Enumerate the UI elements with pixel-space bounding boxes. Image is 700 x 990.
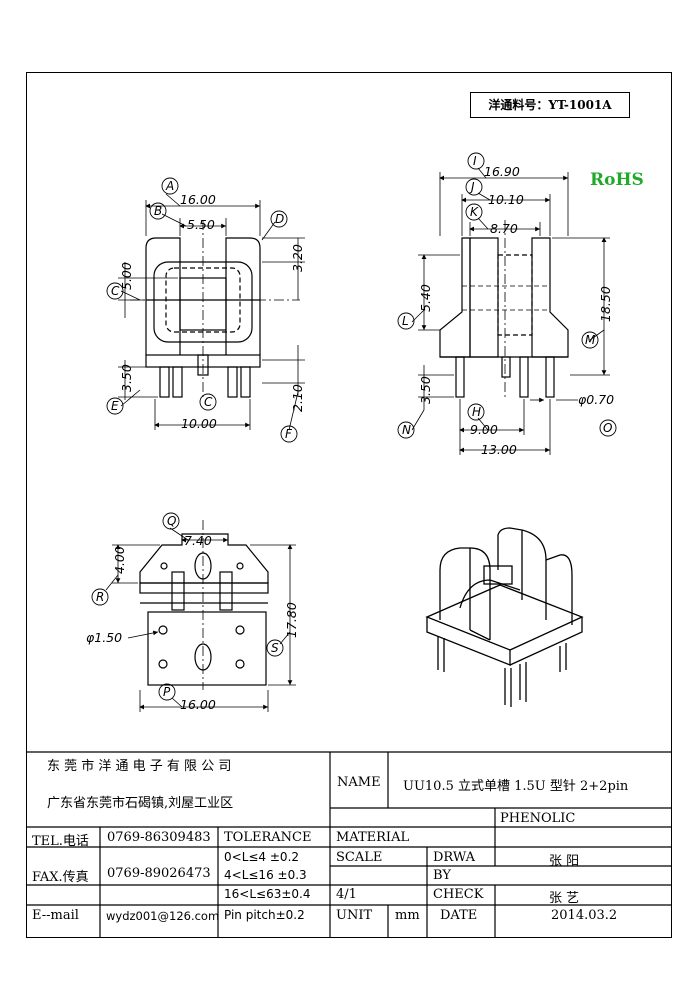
bottom-view-callouts: Q R S P (91, 512, 284, 701)
callout-m: M (585, 333, 596, 347)
drawn-label-2: BY (433, 868, 451, 883)
callout-c-left: C (111, 284, 120, 298)
tel-value: 0769-86309483 (107, 830, 211, 845)
side-view-dimensions (411, 167, 610, 455)
unit-label: UNIT (336, 908, 373, 923)
callout-o: O (603, 421, 612, 435)
drawn-label-1: DRWA (433, 850, 476, 865)
dim-n-text: 3.50 (418, 376, 433, 404)
dim-j-text: 10.10 (488, 192, 524, 207)
front-view-dimensions (118, 193, 305, 431)
callout-p: P (163, 685, 171, 699)
fax-label: FAX.传真 (32, 870, 89, 885)
dim-e-text: 3.50 (119, 364, 134, 392)
front-view (130, 220, 300, 400)
dim-d-text: 3.20 (290, 244, 305, 272)
rohs-mark: RoHS (590, 170, 644, 190)
check-label: CHECK (433, 887, 484, 902)
callout-c-bottom: C (204, 395, 213, 409)
callout-i: I (473, 154, 477, 168)
date-value: 2014.03.2 (551, 908, 618, 923)
scale-value: 4/1 (336, 887, 357, 902)
side-view-callouts: I J K L M N H O (397, 152, 617, 439)
callout-h: H (472, 405, 481, 419)
callout-q: Q (167, 514, 176, 528)
callout-j: J (469, 180, 475, 194)
dim-o-text: 13.00 (481, 442, 517, 457)
dim-pin-dia-text: φ0.70 (578, 392, 614, 407)
scale-label: SCALE (336, 850, 383, 865)
front-view-labels: 16.00 5.50 3.20 5.00 3.50 10.00 2.10 (119, 192, 305, 431)
callout-n: N (402, 423, 411, 437)
dim-c-left-text: 5.00 (119, 262, 134, 290)
company-name: 东 莞 市 洋 通 电 子 有 限 公 司 (47, 759, 232, 774)
side-view (439, 220, 569, 400)
dim-l-text: 5.40 (418, 284, 433, 312)
isometric-view (425, 527, 584, 707)
callout-e: E (111, 399, 119, 413)
front-view-callouts: A B D C E C F (106, 177, 298, 443)
email-value: wydz001@126.com (106, 909, 220, 923)
tolerance-label: TOLERANCE (224, 830, 312, 845)
dim-p-text: 16.00 (180, 697, 216, 712)
tolerance-row-2: 4<L≤16 ±0.3 (224, 868, 307, 882)
callout-r: R (96, 590, 104, 604)
dim-i-text: 16.90 (484, 164, 520, 179)
unit-value: mm (395, 908, 420, 923)
part-number-box: 洋通料号：YT-1001A (470, 92, 630, 118)
dim-k-text: 8.70 (490, 221, 518, 236)
dim-r-text: 4.00 (112, 546, 127, 574)
drawing-sheet-border (26, 72, 672, 938)
date-label: DATE (440, 908, 478, 923)
name-value: UU10.5 立式单槽 1.5U 型针 2+2pin (403, 779, 629, 794)
callout-b: B (154, 204, 162, 218)
tolerance-row-3: 16<L≤63±0.4 (224, 887, 311, 901)
tolerance-row-1: 0<L≤4 ±0.2 (224, 850, 300, 864)
fax-value: 0769-89026473 (107, 866, 211, 881)
dim-h-text: 9.00 (470, 422, 498, 437)
check-value: 张 艺 (549, 891, 580, 906)
name-label: NAME (337, 775, 381, 790)
title-block-grid (26, 751, 672, 938)
callout-s: S (271, 641, 279, 655)
callout-k: K (470, 205, 479, 219)
dim-q-text: 7.40 (184, 533, 212, 548)
email-label: E--mail (32, 908, 79, 923)
dim-b-text: 5.50 (187, 217, 215, 232)
dim-s-text: 17.80 (284, 602, 299, 638)
bottom-view-labels: 7.40 4.00 φ1.50 17.80 16.00 (86, 533, 299, 712)
callout-d: D (275, 212, 284, 226)
material-value: PHENOLIC (500, 811, 576, 826)
dim-hole-text: φ1.50 (86, 630, 122, 645)
material-label: MATERIAL (336, 830, 410, 845)
bottom-view-dimensions (105, 527, 296, 712)
company-address: 广东省东莞市石碣镇,刘屋工业区 (47, 796, 234, 811)
callout-l: L (402, 314, 409, 328)
callout-f: F (285, 427, 293, 441)
side-view-labels: 16.90 10.10 8.70 5.40 18.50 3.50 9.00 13… (418, 164, 614, 457)
drawn-value: 张 阳 (549, 854, 580, 869)
dim-f-text: 2.10 (290, 384, 305, 412)
dim-a-text: 16.00 (180, 192, 216, 207)
callout-a: A (165, 179, 174, 193)
tolerance-row-4: Pin pitch±0.2 (224, 908, 305, 922)
tel-label: TEL.电话 (32, 834, 89, 849)
bottom-view (139, 520, 269, 690)
dim-m-text: 18.50 (598, 286, 613, 322)
dim-c-bottom-text: 10.00 (181, 416, 217, 431)
